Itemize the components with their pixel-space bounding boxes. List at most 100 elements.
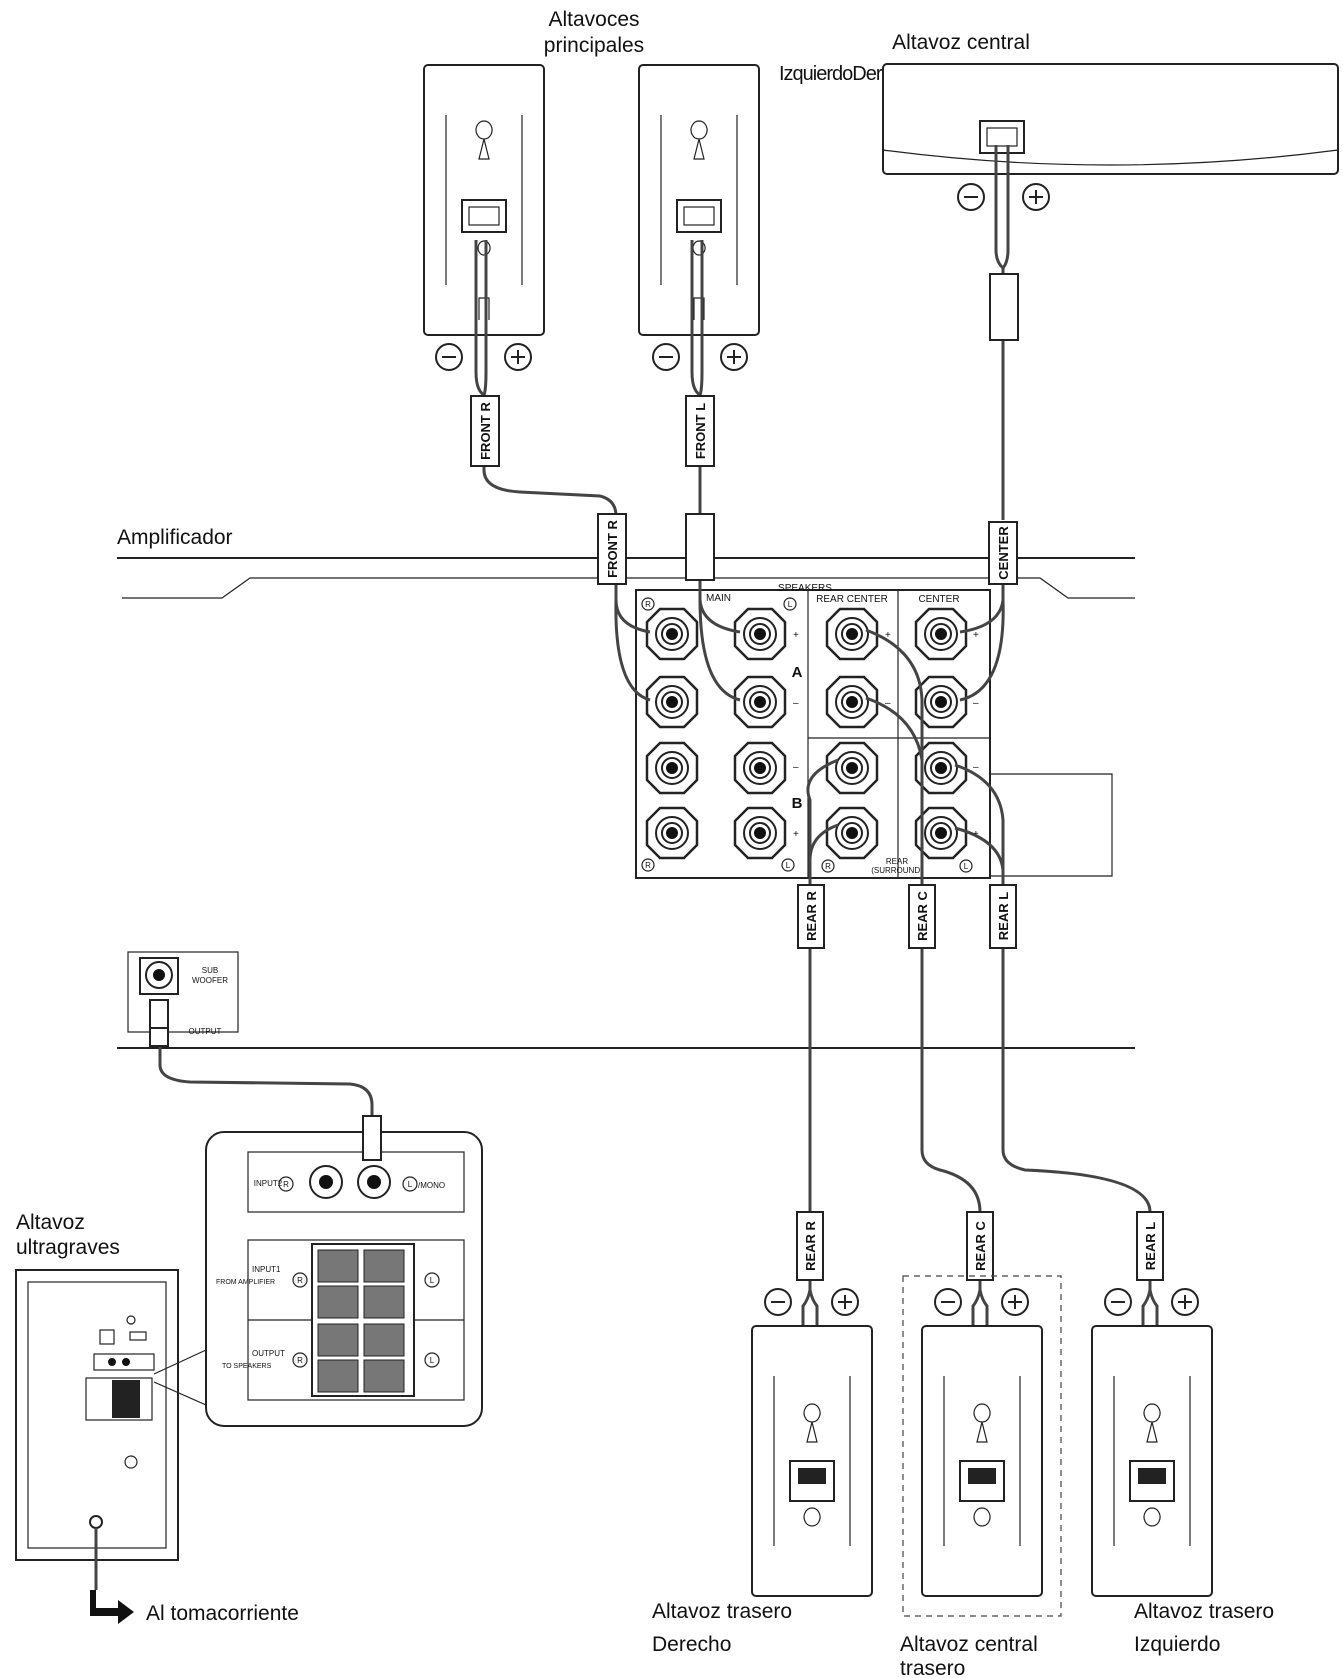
svg-text:R: R	[645, 861, 651, 870]
center-label: CENTER	[918, 594, 959, 605]
svg-text:R: R	[297, 1276, 303, 1285]
subwoofer-label-line1: Altavoz	[16, 1211, 85, 1234]
arrow-icon	[90, 1590, 134, 1624]
cable-tag-front-r: FRONT R	[597, 513, 627, 585]
svg-text:WOOFER: WOOFER	[192, 976, 228, 985]
rear-center-speaker	[921, 1325, 1043, 1597]
rear-left-label-line2: Izquierdo	[1134, 1633, 1220, 1656]
svg-text:INPUT2: INPUT2	[254, 1179, 283, 1188]
svg-text:REAR L: REAR L	[1143, 1222, 1158, 1270]
rear-left-label-line1: Altavoz trasero	[1134, 1600, 1274, 1623]
amplifier-label: Amplificador	[117, 526, 233, 549]
binding-post	[825, 607, 879, 661]
svg-text:REAR L: REAR L	[996, 892, 1011, 940]
main-speakers-label-line2: principales	[544, 34, 644, 57]
center-speaker-polarity	[957, 183, 1050, 211]
svg-text:OUTPUT: OUTPUT	[189, 1027, 222, 1036]
cable-tag-front-l: FRONT L	[685, 395, 715, 467]
l-marker: L	[783, 597, 797, 611]
svg-text:REAR C: REAR C	[915, 890, 930, 940]
svg-text:R: R	[297, 1356, 303, 1365]
rear-center-label-line2: trasero	[900, 1657, 965, 1678]
l-marker: L	[402, 1176, 418, 1192]
svg-text:L: L	[788, 600, 793, 609]
rear-left-polarity	[1104, 1288, 1199, 1316]
rear-center-label-line1: Altavoz central	[900, 1633, 1038, 1656]
binding-post	[914, 607, 968, 661]
svg-text:–: –	[793, 762, 799, 773]
rear-right-label-line2: Derecho	[652, 1633, 731, 1656]
center-speaker-label: Altavoz central	[892, 31, 1030, 54]
binding-post	[645, 607, 699, 661]
main-label: MAIN	[706, 593, 731, 604]
cable-tag-front-r: FRONT R	[470, 395, 500, 467]
svg-text:L: L	[964, 862, 969, 871]
binding-post	[733, 607, 787, 661]
rear-center-label: REAR CENTER	[816, 594, 888, 605]
binding-post	[645, 741, 699, 795]
cable-tag-rear-l: REAR L	[1136, 1211, 1164, 1281]
svg-text:R: R	[825, 862, 831, 871]
r-marker: R	[641, 597, 655, 611]
svg-text:R: R	[283, 1180, 289, 1189]
r-marker: R	[292, 1352, 308, 1368]
binding-post	[825, 806, 879, 860]
svg-text:INPUT1: INPUT1	[252, 1265, 281, 1274]
subwoofer-rear-panel: INPUT2 R L /MONO INPUT1 FROM AMPLIFIER O…	[205, 1115, 483, 1427]
subwoofer-label-line2: ultragraves	[16, 1236, 120, 1259]
svg-text:SUB: SUB	[202, 966, 218, 975]
group-b-label: B	[792, 795, 803, 812]
rear-surround-label-line2: (SURROUND)	[871, 866, 923, 875]
svg-text:+: +	[793, 630, 799, 641]
svg-text:FROM AMPLIFIER: FROM AMPLIFIER	[216, 1279, 275, 1286]
rear-right-polarity	[764, 1288, 859, 1316]
cable-tag-rear-r: REAR R	[796, 1211, 824, 1281]
svg-text:OUTPUT: OUTPUT	[252, 1349, 285, 1358]
r-marker: R	[292, 1272, 308, 1288]
svg-text:REAR C: REAR C	[973, 1220, 988, 1270]
group-a-label: A	[792, 664, 803, 681]
rear-right-speaker	[751, 1325, 873, 1597]
svg-text:L: L	[786, 861, 791, 870]
outlet-label: Al tomacorriente	[146, 1602, 299, 1625]
speaker-wires	[158, 145, 1159, 1440]
l-marker: L	[424, 1272, 440, 1288]
speaker-terminal-panel: SPEAKERS MAIN REAR CENTER CENTER A B REA…	[635, 583, 991, 879]
l-marker: L	[424, 1352, 440, 1368]
svg-text:–: –	[885, 698, 891, 709]
svg-text:TO SPEAKERS: TO SPEAKERS	[222, 1363, 272, 1370]
rear-left-speaker	[1091, 1325, 1213, 1597]
svg-text:CENTER: CENTER	[996, 526, 1011, 580]
front-left-polarity	[652, 343, 748, 371]
svg-text:L: L	[430, 1356, 435, 1365]
svg-text:FRONT R: FRONT R	[605, 520, 620, 578]
front-right-polarity	[435, 343, 532, 371]
svg-text:+: +	[793, 829, 799, 840]
binding-post	[733, 675, 787, 729]
r-marker: R	[821, 859, 835, 873]
binding-post	[733, 806, 787, 860]
l-marker: L	[959, 859, 973, 873]
svg-text:+: +	[973, 630, 979, 641]
svg-text:/MONO: /MONO	[418, 1181, 445, 1190]
l-marker: L	[781, 858, 795, 872]
binding-post	[645, 806, 699, 860]
svg-text:R: R	[645, 600, 651, 609]
svg-text:–: –	[973, 762, 979, 773]
r-marker: R	[278, 1176, 294, 1192]
svg-text:+: +	[885, 630, 891, 641]
center-speaker	[882, 63, 1339, 175]
binding-post	[825, 741, 879, 795]
svg-text:L: L	[430, 1276, 435, 1285]
svg-text:FRONT R: FRONT R	[478, 402, 493, 460]
svg-text:REAR R: REAR R	[803, 1220, 818, 1270]
speakers-label: SPEAKERS	[778, 583, 832, 594]
rear-center-dashed-outline	[902, 1275, 1062, 1617]
zoom-callout	[153, 1349, 207, 1406]
binding-post	[733, 741, 787, 795]
svg-text:–: –	[973, 698, 979, 709]
cable-tag-rear-r: REAR R	[797, 884, 825, 949]
svg-text:FRONT L: FRONT L	[693, 403, 708, 459]
cable-tag-rear-c: REAR C	[966, 1211, 994, 1281]
